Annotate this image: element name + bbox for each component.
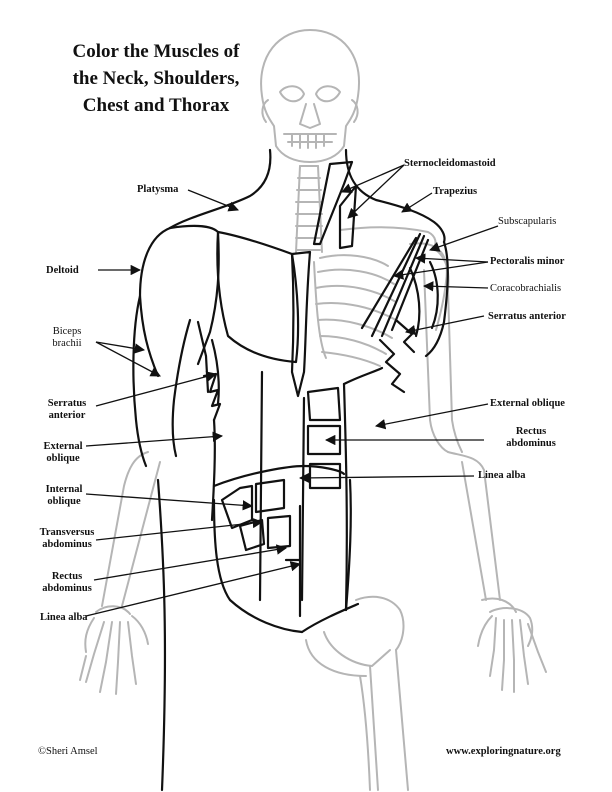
left-hand xyxy=(79,615,149,695)
label-rectus-right-line-2: abdominus xyxy=(506,438,556,449)
label-biceps-line-1: Biceps xyxy=(52,326,82,337)
label-external-oblique-right: External oblique xyxy=(490,398,565,409)
label-subscapularis: Subscapularis xyxy=(498,216,557,227)
body-outline xyxy=(132,148,449,792)
label-rectus-abdominus-right: Rectus abdominus xyxy=(494,426,568,450)
label-transversus-line-1: Transversus xyxy=(39,527,95,538)
label-rectus-left-line-1: Rectus xyxy=(51,571,83,582)
skeleton xyxy=(79,29,547,791)
label-rectus-abdominus-left: Rectus abdominus xyxy=(34,571,100,595)
label-pectoralis-minor: Pectoralis minor xyxy=(490,256,565,267)
page-title: Color the Muscles of the Neck, Shoulders… xyxy=(36,38,276,119)
title-line-1: Color the Muscles of xyxy=(72,41,240,62)
title-line-3: Chest and Thorax xyxy=(82,95,230,116)
label-internal-line-1: Internal xyxy=(45,484,83,495)
label-sternocleidomastoid: Sternocleidomastoid xyxy=(404,158,496,169)
copyright-text: ©Sheri Amsel xyxy=(38,746,98,757)
label-serratus-anterior-right: Serratus anterior xyxy=(488,311,566,322)
title-line-2: the Neck, Shoulders, xyxy=(72,68,240,89)
label-external-oblique-left: External oblique xyxy=(38,441,88,465)
label-external-line-1: External xyxy=(43,441,83,452)
label-external-line-2: oblique xyxy=(46,453,80,464)
label-linea-alba-right: Linea alba xyxy=(478,470,526,481)
label-biceps-brachii: Biceps brachii xyxy=(44,326,90,350)
label-deltoid: Deltoid xyxy=(46,265,79,276)
label-serratus-anterior-left: Serratus anterior xyxy=(42,398,92,422)
website-text: www.exploringnature.org xyxy=(446,746,561,757)
label-rectus-right-line-1: Rectus xyxy=(515,426,547,437)
label-rectus-left-line-2: abdominus xyxy=(42,583,92,594)
spine xyxy=(295,165,323,253)
label-internal-oblique: Internal oblique xyxy=(40,484,88,508)
label-internal-line-2: oblique xyxy=(47,496,81,507)
label-serratus-line-2: anterior xyxy=(48,410,86,421)
label-coracobrachialis: Coracobrachialis xyxy=(490,283,562,294)
label-transversus-line-2: abdominus xyxy=(42,539,92,550)
right-hand xyxy=(477,607,547,693)
pointer-lines xyxy=(85,164,499,617)
label-serratus-line-1: Serratus xyxy=(47,398,87,409)
label-linea-alba-left: Linea alba xyxy=(40,612,88,623)
label-transversus-abdominus: Transversus abdominus xyxy=(34,527,100,551)
label-platysma: Platysma xyxy=(137,184,179,195)
skull xyxy=(260,29,360,163)
label-biceps-line-2: brachii xyxy=(52,338,82,349)
label-trapezius: Trapezius xyxy=(433,186,478,197)
